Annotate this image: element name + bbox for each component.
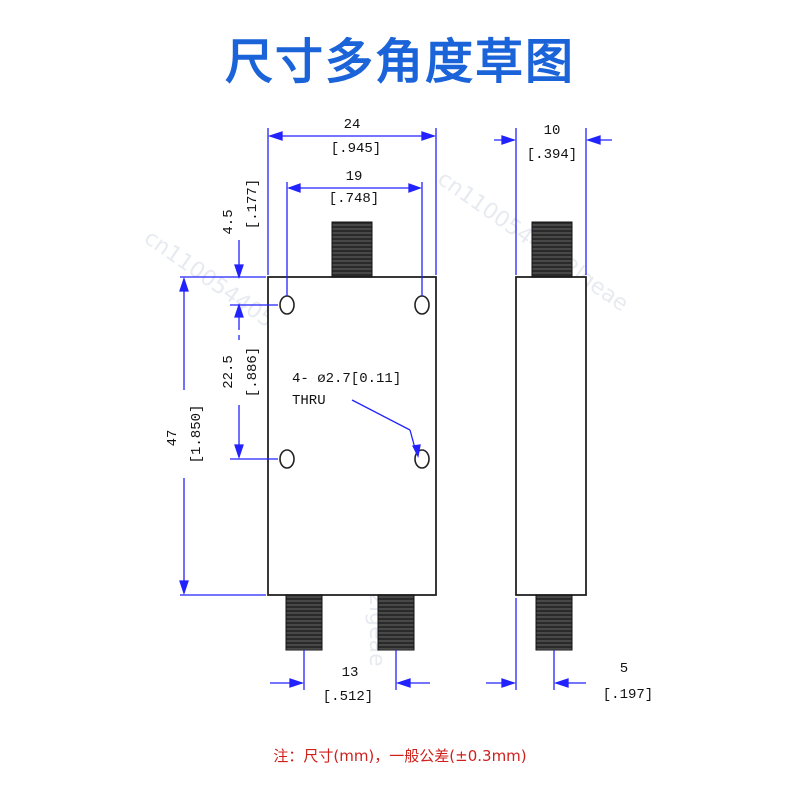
height-in-label: [1.850] xyxy=(189,405,205,464)
top-connector xyxy=(331,221,373,278)
side-body xyxy=(515,276,587,596)
hole-vspacing-mm-label: 22.5 xyxy=(221,355,237,389)
tolerance-note: 注：尺寸(mm)，一般公差(±0.3mm) xyxy=(273,747,527,765)
side-bottom-connector xyxy=(535,594,573,651)
front-dimension-lines xyxy=(179,128,437,690)
port-offset-mm-label: 5 xyxy=(620,661,628,677)
width-in-label: [.945] xyxy=(331,141,381,157)
width-mm-label: 24 xyxy=(344,117,361,133)
hole-note: 4- ø2.7[0.11] xyxy=(292,371,401,387)
port-spacing-in-label: [.512] xyxy=(323,689,373,705)
port-offset-in-label: [.197] xyxy=(603,687,653,703)
bottom-connector-left xyxy=(285,594,323,651)
thickness-in-label: [.394] xyxy=(527,147,577,163)
height-mm-label: 47 xyxy=(165,430,181,447)
page-title: 尺寸多角度草图 xyxy=(224,34,575,90)
top-offset-mm-label: 4.5 xyxy=(221,209,237,234)
hole-spacing-mm-label: 19 xyxy=(346,169,363,185)
thickness-mm-label: 10 xyxy=(544,123,561,139)
hole-spacing-in-label: [.748] xyxy=(329,191,379,207)
front-body xyxy=(267,276,437,596)
hole-note-thru: THRU xyxy=(292,393,326,409)
top-offset-in-label: [.177] xyxy=(245,179,261,229)
hole-vspacing-in-label: [.886] xyxy=(245,347,261,397)
side-top-connector xyxy=(531,221,573,278)
side-dimension-lines xyxy=(486,128,612,690)
port-spacing-mm-label: 13 xyxy=(342,665,359,681)
bottom-connector-right xyxy=(377,594,415,651)
